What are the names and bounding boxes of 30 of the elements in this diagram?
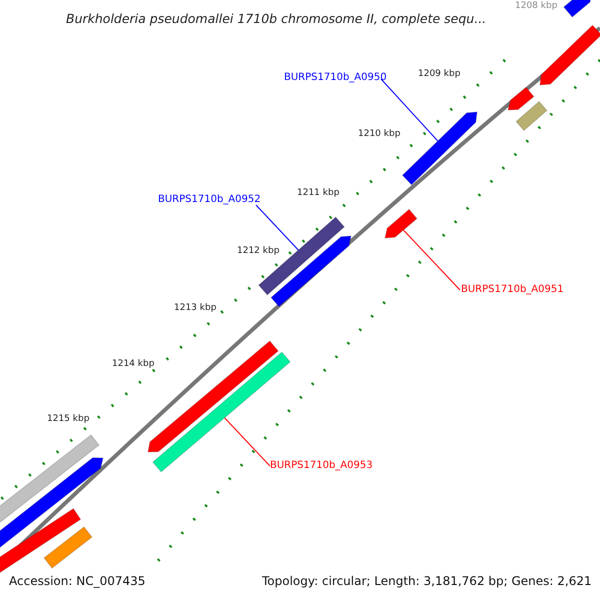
scale-label: 1209 kbp: [418, 70, 460, 80]
gene-bar: [258, 216, 345, 296]
gene-bar: [0, 457, 104, 549]
gene-label: BURPS1710b_A0952: [158, 194, 261, 205]
gene-bar: [539, 24, 600, 86]
gene-label: BURPS1710b_A0953: [270, 460, 373, 471]
title: Burkholderia pseudomallei 1710b chromosome II, complete sequ...: [66, 12, 486, 26]
gene-bar: [384, 208, 418, 239]
scale-label: 1213 kbp: [174, 304, 216, 314]
scale-label: 1210 kbp: [358, 130, 400, 140]
accession-text: Accession: NC_007435: [9, 575, 146, 588]
gene-bar: [507, 86, 534, 111]
scale-label: 1208 kbp: [515, 2, 558, 12]
gene-bar: [563, 0, 593, 18]
genome-stats-text: Topology: circular; Length: 3,181,762 bp; Genes: 2,621: [262, 575, 592, 588]
scale-label: 1214 kbp: [112, 360, 154, 370]
scale-label: 1215 kbp: [47, 415, 90, 425]
gene-bar: [0, 508, 82, 574]
leader-line: [256, 204, 299, 251]
leader-line: [403, 230, 460, 290]
gene-bar: [43, 526, 93, 569]
gene-bar: [0, 434, 100, 524]
scale-label: 1211 kbp: [297, 189, 340, 199]
leader-line: [224, 417, 270, 466]
gene-bar: [515, 100, 548, 132]
scale-label: 1212 kbp: [237, 247, 280, 257]
gene-label: BURPS1710b_A0950: [284, 72, 387, 83]
leader-line: [380, 78, 438, 142]
gene-label: BURPS1710b_A0951: [461, 284, 564, 295]
gene-bar: [402, 111, 478, 186]
